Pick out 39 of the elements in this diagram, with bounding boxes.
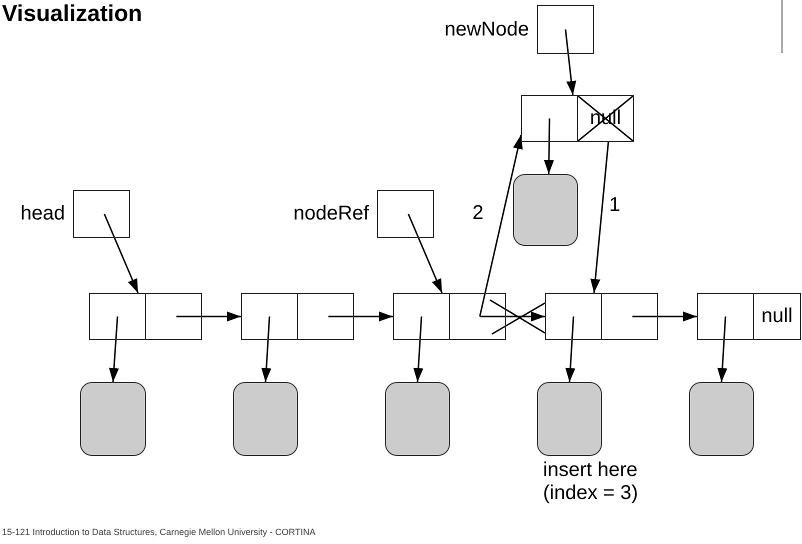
slide-title: Visualization <box>2 0 142 27</box>
object-box <box>80 382 146 456</box>
arrow <box>413 316 424 382</box>
next-cell <box>601 293 658 340</box>
object-box <box>537 382 602 456</box>
data-cell <box>241 293 298 340</box>
data-cell <box>521 95 578 142</box>
arrow <box>408 214 443 294</box>
arrow <box>565 316 576 382</box>
object-box <box>689 382 754 456</box>
arrow <box>564 29 576 96</box>
object-box <box>385 382 450 456</box>
null-label: null <box>761 305 793 328</box>
object-box <box>513 174 578 246</box>
variable-label: head <box>20 202 65 226</box>
variable-label: nodeRef <box>293 202 369 226</box>
arrow <box>176 312 241 322</box>
arrow <box>104 214 139 294</box>
arrow <box>632 312 697 322</box>
arrow <box>479 134 523 317</box>
arrow <box>590 142 610 294</box>
data-cell <box>697 293 754 340</box>
data-cell <box>89 293 146 340</box>
arrow <box>480 312 545 322</box>
arrow <box>717 316 728 382</box>
arrow <box>328 312 393 322</box>
next-cell <box>753 293 801 340</box>
object-box <box>233 382 298 456</box>
footer-text: 15-121 Introduction to Data Structures, Carnegie Mellon University - CORTINA <box>2 527 316 538</box>
next-cell <box>145 293 202 340</box>
next-cell <box>449 293 506 340</box>
arrow <box>544 118 554 174</box>
arrow <box>261 316 272 382</box>
annotation-note: insert here (index = 3) <box>543 459 640 505</box>
arrow <box>108 316 119 382</box>
data-cell <box>393 293 450 340</box>
next-cell <box>297 293 354 340</box>
data-cell <box>545 293 602 340</box>
variable-label: newNode <box>444 18 529 41</box>
